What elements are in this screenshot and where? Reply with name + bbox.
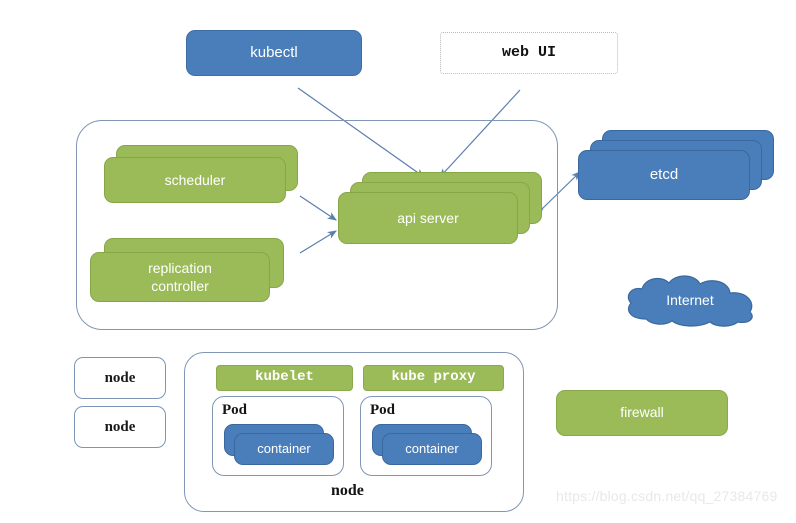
pod-1-container-label: container bbox=[257, 440, 311, 456]
etcd-label: etcd bbox=[649, 166, 679, 184]
pod-2-container-label: container bbox=[405, 440, 459, 456]
pod-1-label: Pod bbox=[222, 402, 248, 418]
api-server-face[interactable]: api server bbox=[338, 192, 518, 244]
scheduler-label: scheduler bbox=[164, 171, 226, 188]
watermark: https://blog.csdn.net/qq_27384769 bbox=[556, 488, 778, 504]
pod-2[interactable] bbox=[360, 396, 492, 476]
control-plane-frame bbox=[76, 120, 558, 330]
node-box-1-label: node bbox=[104, 369, 136, 386]
pod-1[interactable] bbox=[212, 396, 344, 476]
worker-node-caption: node bbox=[331, 482, 364, 499]
node-box-1[interactable]: node bbox=[74, 357, 166, 399]
node-box-2-label: node bbox=[104, 418, 136, 435]
etcd-stack[interactable]: etcd bbox=[578, 130, 778, 204]
pod-1-container-face[interactable]: container bbox=[234, 433, 334, 465]
kubectl-label: kubectl bbox=[250, 43, 298, 61]
api-server-label: api server bbox=[397, 209, 459, 226]
node-box-2[interactable]: node bbox=[74, 406, 166, 448]
etcd-face[interactable]: etcd bbox=[578, 150, 750, 200]
internet-cloud[interactable]: Internet bbox=[620, 272, 760, 328]
pod-2-container-stack[interactable]: container bbox=[372, 424, 484, 466]
firewall-box[interactable]: firewall bbox=[556, 390, 728, 436]
pod-2-label: Pod bbox=[370, 402, 396, 418]
cloud-icon bbox=[627, 275, 753, 327]
scheduler-stack[interactable]: scheduler bbox=[104, 145, 300, 207]
replication-controller-stack[interactable]: replication controller bbox=[90, 238, 290, 304]
kubelet-box[interactable]: kubelet bbox=[216, 365, 353, 391]
internet-label: Internet bbox=[666, 292, 714, 308]
replication-controller-face[interactable]: replication controller bbox=[90, 252, 270, 302]
pod-2-container-face[interactable]: container bbox=[382, 433, 482, 465]
kubelet-label: kubelet bbox=[255, 369, 314, 386]
api-server-stack[interactable]: api server bbox=[338, 172, 548, 250]
web-ui-box[interactable]: web UI bbox=[440, 32, 618, 74]
kube-proxy-box[interactable]: kube proxy bbox=[363, 365, 504, 391]
replication-controller-label-line2: controller bbox=[151, 278, 209, 294]
pod-1-container-stack[interactable]: container bbox=[224, 424, 336, 466]
web-ui-label: web UI bbox=[501, 43, 556, 61]
kubectl-box[interactable]: kubectl bbox=[186, 30, 362, 76]
worker-node-frame bbox=[184, 352, 524, 512]
replication-controller-label-line1: replication bbox=[148, 259, 212, 276]
kube-proxy-label: kube proxy bbox=[391, 369, 476, 386]
scheduler-face[interactable]: scheduler bbox=[104, 157, 286, 203]
firewall-label: firewall bbox=[620, 404, 664, 421]
